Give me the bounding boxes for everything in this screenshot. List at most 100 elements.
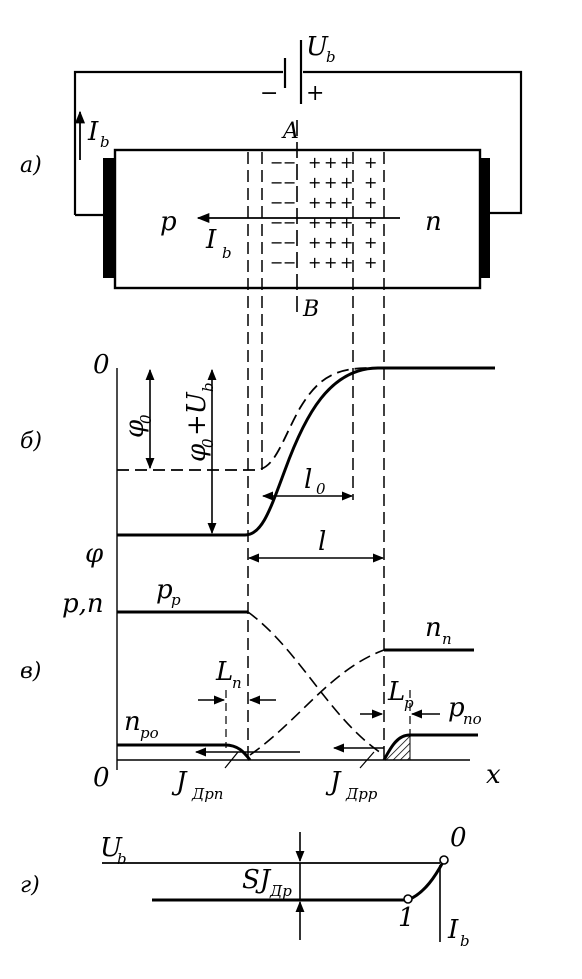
positive-charge: + [340, 213, 353, 232]
l0-label: l [304, 465, 312, 495]
left-contact [103, 158, 115, 278]
panel-a-label: а) [20, 153, 42, 178]
l0-label-sub: 0 [316, 480, 326, 498]
pp-label: p [156, 575, 173, 605]
phi-label: φ [85, 539, 104, 569]
panel-b-label: б) [20, 429, 42, 454]
depletion-charges: −−++++−−++++−−++++−−++++−−++++−−++++ [270, 153, 377, 272]
negative-charge: − [283, 153, 296, 172]
current-label-sub: b [100, 133, 110, 151]
npo-injection-rise [224, 743, 252, 761]
Jdrn-label: J [171, 767, 188, 797]
negative-charge: − [270, 153, 283, 172]
Jdrn-label-sub: Дрn [191, 785, 223, 803]
zero-top-label: 0 [93, 350, 110, 380]
current-label: I [87, 117, 99, 147]
Jdrp-leader [359, 751, 375, 769]
phi0-plus-Ub-sub: 0 [199, 438, 217, 448]
pno-label-sub: no [463, 710, 482, 728]
biased-potential-curve [117, 366, 495, 537]
negative-charge: − [270, 233, 283, 252]
battery-voltage-label: U [306, 32, 329, 62]
phi0-label-sub: 0 [137, 414, 155, 424]
positive-charge: + [324, 253, 337, 272]
negative-charge: − [283, 193, 296, 212]
Jdrn-leader [224, 751, 239, 769]
negative-charge: − [283, 173, 296, 192]
g-forward-branch [407, 861, 445, 902]
positive-charge: + [340, 173, 353, 192]
l-label: l [318, 527, 326, 557]
nn-label: n [425, 613, 442, 643]
phi0-plus-Ub-label-group: φ 0 +U b [182, 382, 217, 462]
hole-concentration-curve [247, 611, 385, 756]
g-Ub-label: U [100, 833, 123, 863]
g-Ub-sub: b [117, 850, 127, 868]
point-A: A [281, 119, 299, 144]
external-wire [73, 70, 523, 215]
phi0-plus-Ub-label: φ [182, 443, 212, 462]
g-point-1-label: 1 [398, 903, 415, 933]
phi0-plus-Ub-rest-sub: b [199, 382, 217, 392]
positive-charge: + [324, 193, 337, 212]
npo-label-sub: po [140, 724, 159, 742]
Ln-label-sub: n [232, 674, 242, 692]
g-SJ-label: SJ [242, 865, 272, 895]
phi0-label-group: φ 0 [120, 414, 155, 438]
g-point-0-label: 0 [450, 823, 467, 853]
battery-plus: + [306, 81, 324, 106]
positive-charge: + [324, 153, 337, 172]
phi0-label: φ [120, 419, 150, 438]
positive-charge: + [324, 233, 337, 252]
phi0-plus-Ub-rest: +U [182, 391, 212, 436]
positive-charge: + [340, 153, 353, 172]
g-point-0 [439, 855, 449, 865]
positive-charge: + [364, 173, 377, 192]
negative-charge: − [270, 253, 283, 272]
battery-voltage-sub: b [326, 48, 336, 66]
pp-label-sub: p [171, 591, 181, 609]
electron-concentration-curve [249, 649, 385, 756]
x-axis-label: x [486, 760, 501, 790]
positive-charge: + [324, 213, 337, 232]
projection-lines [247, 152, 385, 760]
Lp-label-sub: p [404, 694, 414, 712]
positive-charge: + [308, 253, 321, 272]
p-region-label: p [160, 207, 177, 237]
origin-label: 0 [93, 763, 110, 793]
Jdrp-label-sub: Дрp [345, 785, 378, 803]
nn-label-sub: n [442, 630, 452, 648]
battery-minus: − [260, 81, 278, 106]
negative-charge: − [283, 253, 296, 272]
inner-current-label: I [205, 225, 217, 255]
positive-charge: + [364, 193, 377, 212]
positive-charge: + [308, 193, 321, 212]
panel-b-potential: б) 0 φ φ 0 φ 0 +U b l 0 l [20, 350, 495, 770]
panel-v-concentrations: в) p,n 0 x p p n n n po p no L n [20, 575, 501, 803]
positive-charge: + [308, 173, 321, 192]
pno-label: p [448, 693, 465, 723]
g-Ib-label: I [447, 915, 459, 945]
pn-axis-label: p,n [62, 589, 104, 619]
Ln-label: L [215, 657, 233, 687]
positive-charge: + [308, 153, 321, 172]
panel-v-label: в) [20, 659, 41, 684]
point-B: B [302, 297, 319, 322]
positive-charge: + [364, 253, 377, 272]
positive-charge: + [324, 173, 337, 192]
positive-charge: + [364, 153, 377, 172]
inner-current-sub: b [222, 244, 232, 262]
right-contact [480, 158, 490, 278]
Lp-label: L [387, 677, 405, 707]
g-SJ-sub: Др [269, 882, 292, 900]
g-point-1 [403, 894, 413, 904]
positive-charge: + [364, 233, 377, 252]
g-Ib-sub: b [460, 932, 470, 950]
positive-charge: + [308, 233, 321, 252]
panel-g-iv-characteristic: г) U b 0 1 I b SJ Др [20, 823, 470, 950]
positive-charge: + [340, 253, 353, 272]
equilibrium-potential-curve [117, 367, 371, 471]
negative-charge: − [283, 213, 296, 232]
